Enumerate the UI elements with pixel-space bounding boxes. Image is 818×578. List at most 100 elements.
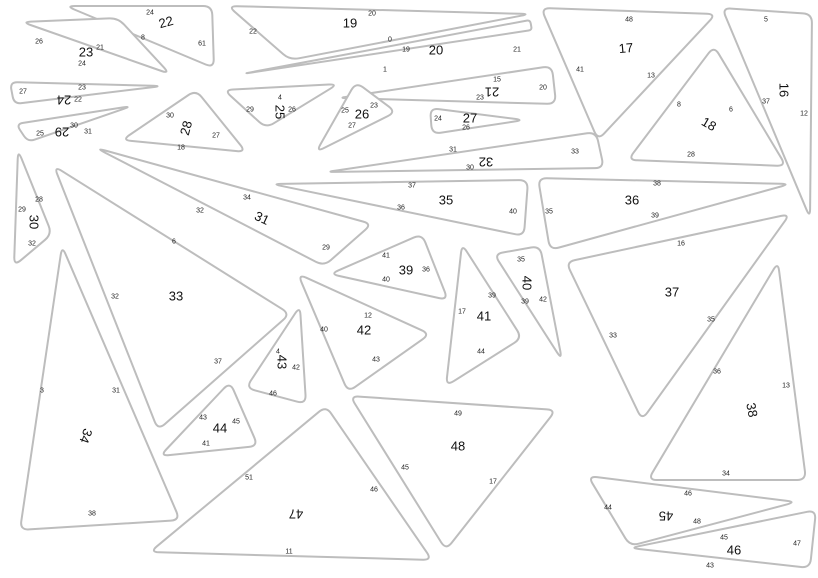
- piece-number: 42: [357, 323, 371, 338]
- edge-label: 23: [370, 103, 378, 110]
- piece-outline: [650, 265, 807, 481]
- piece-outline: [299, 275, 428, 390]
- edge-label: 24: [78, 61, 86, 68]
- edge-label: 27: [212, 133, 220, 140]
- edge-label: 12: [364, 313, 372, 320]
- piece-number: 26: [355, 107, 369, 122]
- piece-number: 40: [520, 276, 535, 290]
- edge-label: 35: [707, 317, 715, 324]
- puzzle-piece-48: 48 49 45 17: [352, 395, 554, 548]
- edge-label: 36: [713, 369, 721, 376]
- edge-label: 4: [276, 349, 280, 356]
- edge-label: 4: [278, 95, 282, 102]
- piece-outline: [317, 84, 394, 151]
- edge-label: 21: [513, 47, 521, 54]
- edge-label: 19: [402, 47, 410, 54]
- edge-label: 6: [172, 239, 176, 246]
- edge-label: 47: [793, 541, 801, 548]
- edge-label: 61: [198, 41, 206, 48]
- edge-label: 38: [653, 181, 661, 188]
- edge-label: 20: [539, 85, 547, 92]
- edge-label: 17: [489, 479, 497, 486]
- piece-outline: [245, 19, 533, 75]
- piece-outline: [723, 7, 813, 215]
- piece-outline: [542, 7, 714, 138]
- edge-label: 29: [18, 207, 26, 214]
- edge-label: 25: [36, 131, 44, 138]
- piece-number: 45: [659, 509, 673, 524]
- piece-number: 46: [727, 543, 741, 558]
- piece-number: 25: [273, 105, 288, 119]
- piece-outline: [125, 91, 244, 153]
- edge-label: 31: [449, 147, 457, 154]
- piece-outline: [55, 168, 288, 428]
- edge-label: 40: [509, 209, 517, 216]
- edge-label: 26: [462, 125, 470, 132]
- edge-label: 20: [368, 11, 376, 18]
- edge-label: 5: [764, 17, 768, 24]
- edge-label: 22: [74, 97, 82, 104]
- edge-label: 13: [782, 383, 790, 390]
- piece-number: 30: [27, 215, 42, 229]
- edge-label: 39: [488, 293, 496, 300]
- piece-number: 27: [463, 111, 477, 126]
- piece-number: 21: [485, 85, 499, 100]
- edge-label: 32: [28, 241, 36, 248]
- piece-outline: [429, 107, 521, 134]
- piece-outline: [152, 408, 430, 561]
- piece-number: 31: [252, 208, 271, 228]
- piece-number: 33: [169, 289, 183, 304]
- puzzle-piece-36: 36 38 35 39: [538, 177, 787, 250]
- edge-label: 31: [84, 129, 92, 136]
- piece-outline: [230, 5, 527, 60]
- edge-label: 35: [545, 209, 553, 216]
- edge-label: 48: [625, 17, 633, 24]
- piece-number: 41: [477, 309, 491, 324]
- edge-label: 34: [722, 471, 730, 478]
- piece-outline: [13, 153, 51, 264]
- edge-label: 6: [729, 107, 733, 114]
- piece-outline: [162, 384, 257, 457]
- edge-label: 43: [372, 357, 380, 364]
- piece-number: 36: [625, 193, 639, 208]
- piece-number: 48: [451, 439, 465, 454]
- piece-outline: [226, 83, 335, 127]
- piece-number: 19: [343, 16, 357, 31]
- edge-label: 42: [539, 297, 547, 304]
- edge-label: 30: [70, 123, 78, 130]
- edge-label: 45: [401, 465, 409, 472]
- edge-label: 39: [651, 213, 659, 220]
- edge-label: 12: [800, 111, 808, 118]
- piece-number: 44: [213, 421, 227, 436]
- puzzle-piece-30: 30 28 29 32: [13, 153, 51, 264]
- piece-number: 47: [289, 507, 303, 522]
- piece-number: 38: [743, 402, 760, 419]
- edge-label: 29: [322, 245, 330, 252]
- edge-label: 37: [762, 99, 770, 106]
- piece-outline: [567, 214, 788, 418]
- edge-label: 49: [454, 411, 462, 418]
- edge-label: 24: [146, 10, 154, 17]
- piece-outline: [10, 81, 159, 105]
- puzzle-piece-38: 38 36 13 34: [650, 265, 807, 481]
- piece-outline: [590, 475, 793, 546]
- edge-label: 46: [269, 391, 277, 398]
- piece-outline: [329, 132, 604, 173]
- edge-label: 37: [408, 183, 416, 190]
- edge-label: 28: [35, 197, 43, 204]
- piece-number: 37: [665, 285, 679, 300]
